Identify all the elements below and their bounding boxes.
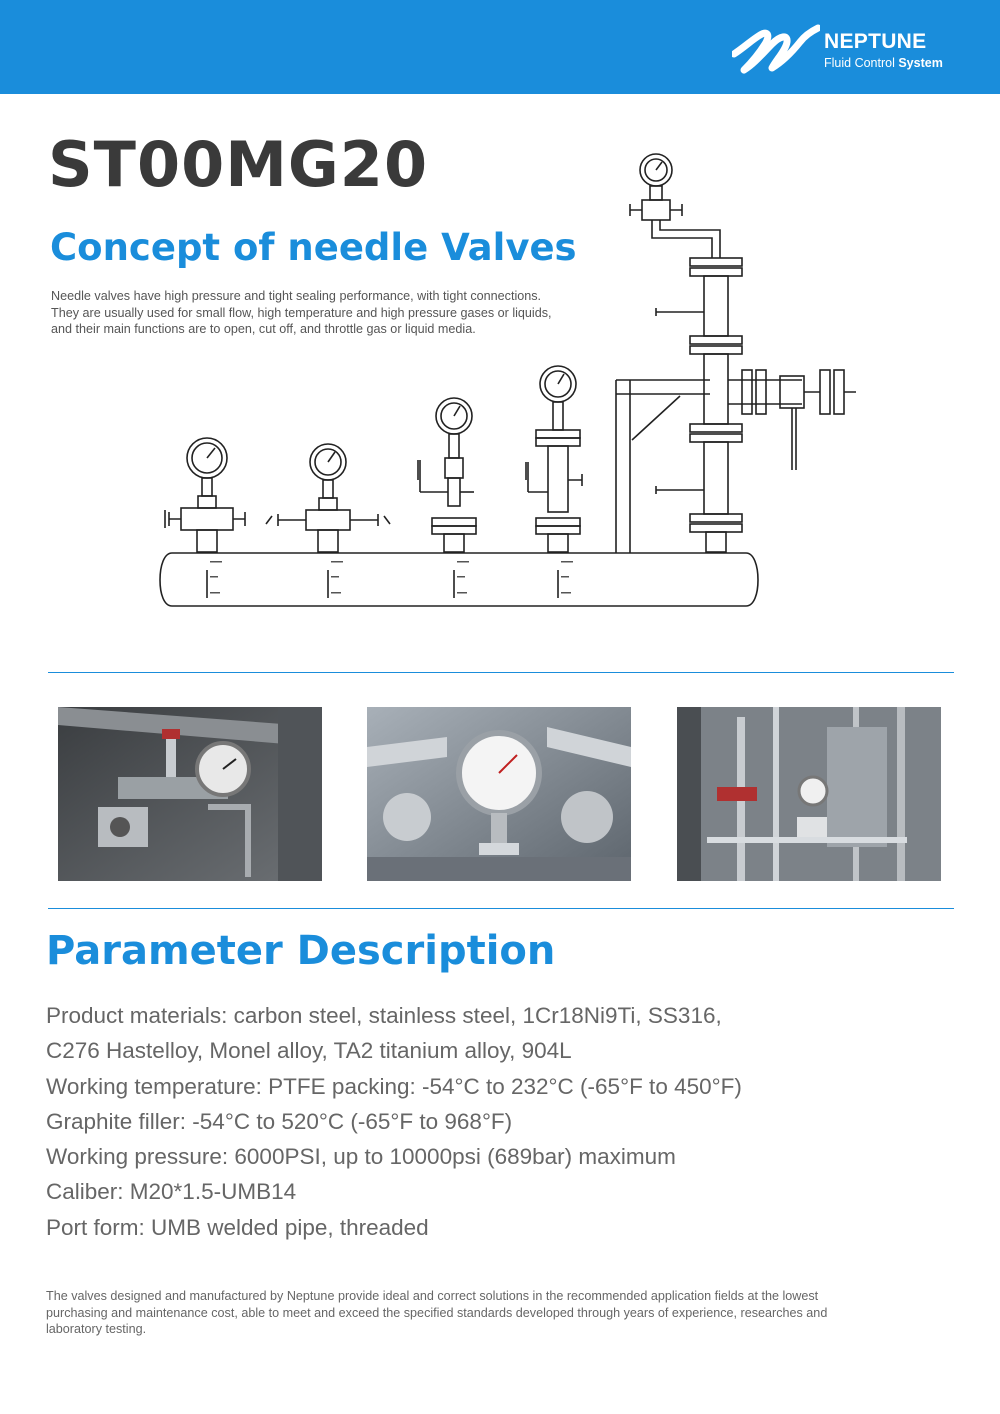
footer-note: The valves designed and manufactured by … xyxy=(46,1288,946,1338)
parameter-title: Parameter Description xyxy=(46,928,556,974)
brand-tagline-regular: Fluid Control xyxy=(824,56,899,70)
brand-tagline-bold: System xyxy=(898,56,943,70)
brand-name: NEPTUNE xyxy=(824,30,927,53)
model-title: ST00MG20 xyxy=(48,128,429,201)
concept-line: and their main functions are to open, cu… xyxy=(51,322,476,336)
parameter-line: Working temperature: PTFE packing: -54°C… xyxy=(46,1073,742,1099)
label-tick-marks xyxy=(210,561,573,594)
needle-valve-gauge-photo-icon xyxy=(58,707,322,881)
parameter-list: Product materials: carbon steel, stainle… xyxy=(46,998,946,1245)
parameter-line: Product materials: carbon steel, stainle… xyxy=(46,1003,722,1028)
footer-line: laboratory testing. xyxy=(46,1322,147,1336)
parameter-line: Port form: UMB welded pipe, threaded xyxy=(46,1214,429,1240)
section-divider xyxy=(48,672,954,673)
concept-line: They are usually used for small flow, hi… xyxy=(51,305,552,320)
brand-logo[interactable]: NEPTUNE Fluid Control System xyxy=(732,24,972,78)
neptune-wave-logo-icon xyxy=(732,24,820,74)
parameter-line: Caliber: M20*1.5-UMB14 xyxy=(46,1179,297,1205)
brand-tagline: Fluid Control System xyxy=(824,56,943,70)
concept-description: Needle valves have high pressure and tig… xyxy=(51,288,611,338)
section-divider xyxy=(48,908,954,909)
pressure-gauge-pipeline-photo-icon xyxy=(367,707,631,881)
parameter-line: C276 Hastelloy, Monel alloy, TA2 titaniu… xyxy=(46,1038,572,1064)
footer-line: The valves designed and manufactured by … xyxy=(46,1289,819,1303)
concept-line: Needle valves have high pressure and tig… xyxy=(51,289,542,303)
parameter-line: Graphite filler: -54°C to 520°C (-65°F t… xyxy=(46,1108,513,1134)
header-bar: NEPTUNE Fluid Control System xyxy=(0,0,1000,94)
footer-line: purchasing and maintenance cost, able to… xyxy=(46,1305,828,1320)
parameter-line: Working pressure: 6000PSI, up to 10000ps… xyxy=(46,1144,676,1170)
needle-valve-manifold-diagram-icon xyxy=(159,153,856,607)
concept-title: Concept of needle Valves xyxy=(50,226,577,269)
instrument-panel-photo-icon xyxy=(677,707,941,881)
